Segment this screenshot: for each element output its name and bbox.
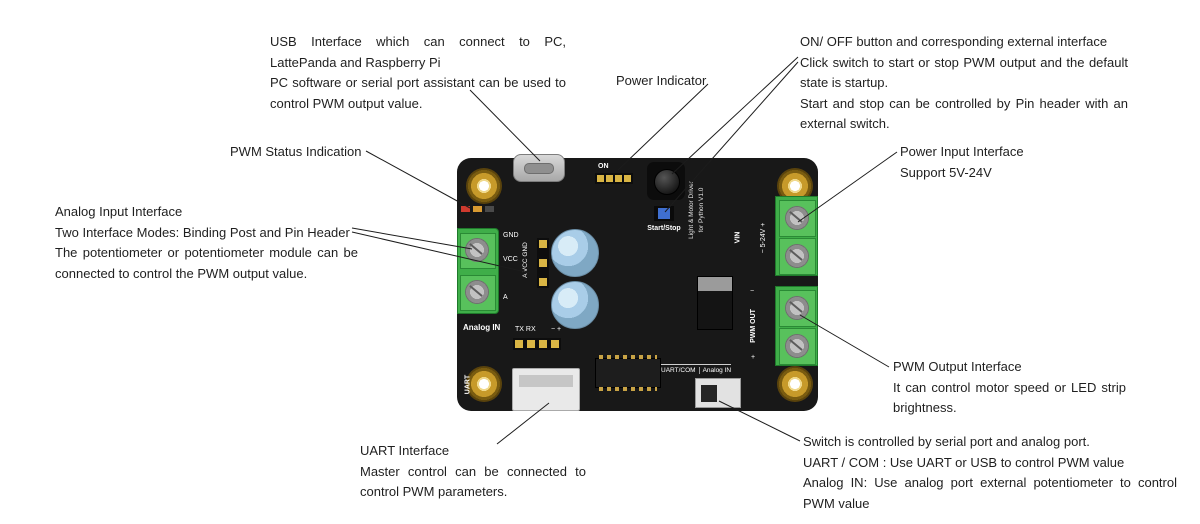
mode-switch-text-3: Analog IN: Use analog port external pote… [803,475,1177,511]
analog-text-3: The potentiometer or potentiometer modul… [55,245,358,281]
screw-terminal [785,296,809,320]
uart-label: UART [464,374,472,395]
leader-pwm-status [365,150,471,209]
pwm-plus-label: + [751,354,756,361]
analog-input-terminal [457,228,499,314]
pin [539,340,547,348]
power-input-text-1: Power Input Interface [900,144,1024,159]
pwm-output-text-1: PWM Output Interface [893,359,1022,374]
screw-terminal [465,280,489,304]
mode-switch-labels: UART/COM Analog IN [661,364,732,374]
power-input-text-2: Support 5V-24V [900,164,992,180]
annotation-uart-interface: UART Interface Master control can be con… [360,441,586,503]
power-led-header [595,173,633,184]
pwm-status-leds [461,206,494,212]
mode-switch-text-2: UART / COM : Use UART or USB to control … [803,454,1125,470]
terminal-cell [460,275,496,311]
screw-terminal [465,238,489,262]
mode-analog-in-label: Analog IN [698,367,731,374]
usb-text-2: PC software or serial port assistant can… [270,75,566,111]
board-title-line2: for Python V1.0 [698,187,706,233]
analog-in-label: Analog IN [463,323,501,332]
capacitor [551,281,599,329]
annotation-mode-switch: Switch is controlled by serial port and … [803,432,1177,514]
on-label: ON [598,163,609,170]
pin-column-label: A VCC GND [522,242,529,278]
onoff-text-1: ON/ OFF button and corresponding externa… [800,34,1108,49]
pin [551,340,559,348]
tx-polarity-label: − + [551,326,562,333]
on-off-button [647,162,685,200]
vin-range-label: − 5-24V + [760,222,767,254]
annotation-on-off-button: ON/ OFF button and corresponding externa… [800,32,1128,135]
pin [515,340,523,348]
uart-pin-header [513,338,561,350]
a-label: A [503,294,508,301]
pwm-status-label: PWM Status Indication [230,144,362,159]
mode-slide-switch [695,378,741,408]
terminal-cell [779,328,816,365]
status-led-off [485,206,494,212]
annotation-pwm-status: PWM Status Indication [230,142,362,163]
pin [539,259,547,267]
analog-pin-header [537,238,549,288]
pin [527,340,535,348]
uart-text-1: UART Interface [360,443,450,458]
board-title: Light & Motor Driver for Python V1.0 [687,166,707,254]
terminal-cell [779,200,816,237]
onoff-text-2: Click switch to start or stop PWM output… [800,54,1128,91]
pwm-out-terminal [775,286,818,366]
screw-terminal [785,206,809,230]
mode-uart-com-label: UART/COM [661,367,696,374]
pin [624,175,631,182]
annotation-power-indicator: Power Indicator [616,71,706,92]
power-indicator-label: Power Indicator [616,73,707,88]
screw-terminal [785,334,809,358]
analog-text-2: Two Interface Modes: Binding Post and Pi… [55,224,350,240]
pwm-output-text-2: It can control motor speed or LED strip … [893,379,1126,416]
pwm-minus-label: − [750,288,755,295]
uart-connector [512,368,580,411]
terminal-cell [460,233,496,269]
annotation-analog-input: Analog Input Interface Two Interface Mod… [55,202,358,284]
start-stop-jumper [654,206,674,221]
ic-chip [595,355,661,391]
start-stop-label: Start/Stop [647,225,681,232]
tx-rx-label: TX RX [515,326,536,333]
usb-c-connector [513,154,565,182]
mounting-hole [777,366,813,402]
pin [606,175,613,182]
terminal-cell [779,290,816,327]
terminal-cell [779,238,816,275]
mounting-hole [466,168,502,204]
analog-text-1: Analog Input Interface [55,204,183,219]
status-led-red [461,206,470,212]
status-led-amber [473,206,482,212]
vin-terminal [775,196,818,276]
mosfet-regulator [697,276,733,330]
uart-text-2: Master control can be connected to contr… [360,463,586,500]
leader-analog-terminal [351,227,473,250]
usb-text-1: USB Interface which can connect to PC, L… [270,34,566,70]
vin-label: VIN [734,231,742,244]
annotation-power-input: Power Input Interface Support 5V-24V [900,142,1135,183]
screw-terminal [785,244,809,268]
pin [615,175,622,182]
mounting-hole [466,366,502,402]
pcb-board: ON Start/Stop Light & Motor Driver for P… [457,154,818,411]
annotation-usb-interface: USB Interface which can connect to PC, L… [270,32,566,114]
gnd-label: GND [503,232,519,239]
vcc-label: VCC [503,256,518,263]
mode-switch-text-1: Switch is controlled by serial port and … [803,434,1090,449]
annotation-pwm-output: PWM Output Interface It can control moto… [893,357,1126,419]
capacitor [551,229,599,277]
pin [539,278,547,286]
onoff-text-3: Start and stop can be controlled by Pin … [800,95,1128,132]
power-indicator-led [597,175,604,182]
pin [539,240,547,248]
board-title-line1: Light & Motor Driver [688,181,695,239]
